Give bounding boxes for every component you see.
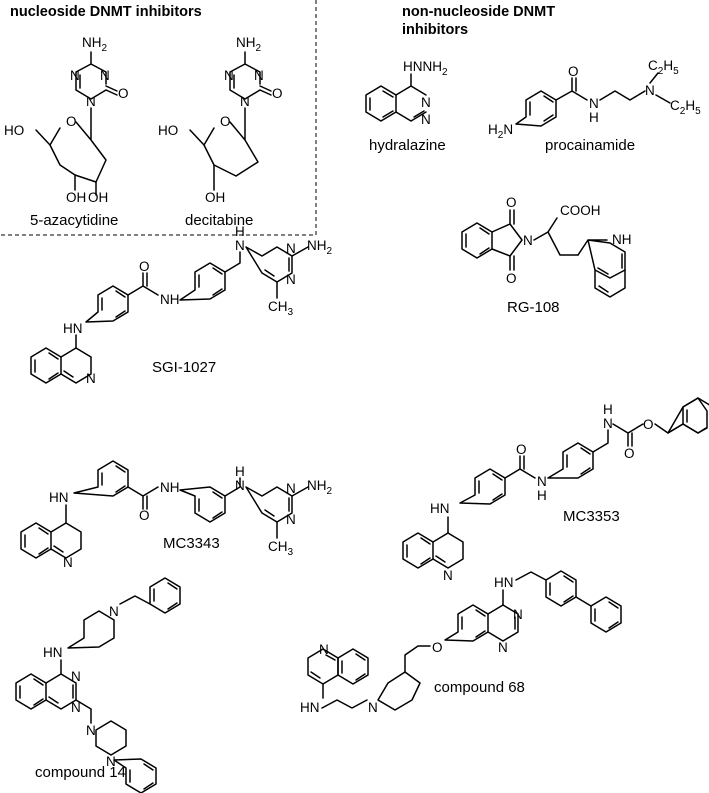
mc3343-amide-nh: NH bbox=[160, 480, 180, 495]
procainamide-ethyl2: C2H5 bbox=[670, 98, 701, 117]
azacytidine-nh2: NH2 bbox=[82, 35, 108, 54]
compound14-hn: HN bbox=[43, 645, 63, 660]
sgi1027-h-link: H bbox=[235, 224, 245, 239]
compound68-quinoline-n: N bbox=[319, 642, 329, 657]
compound68-hn: HN bbox=[300, 700, 320, 715]
mc3343-o: O bbox=[139, 508, 150, 523]
azacytidine-n5: N bbox=[70, 68, 80, 83]
procainamide-o: O bbox=[568, 64, 579, 79]
azacytidine-oh1: OH bbox=[66, 190, 86, 205]
mc3343-h-link: H bbox=[235, 464, 245, 479]
nucleoside-section-frame bbox=[0, 0, 317, 236]
compound68-label: compound 68 bbox=[434, 679, 525, 696]
procainamide-label: procainamide bbox=[545, 137, 635, 154]
rg108-label: RG-108 bbox=[507, 299, 560, 316]
decitabine-carbonyl-o: O bbox=[272, 86, 283, 101]
sgi1027-pyr-n2: N bbox=[286, 272, 296, 287]
mc3353-structure: N HN O N H N H O O bbox=[402, 397, 709, 583]
sgi1027-n-link: N bbox=[235, 238, 245, 253]
mc3353-ester-o: O bbox=[643, 417, 654, 432]
mc3353-amide-n: N bbox=[537, 474, 547, 489]
azacytidine-oh2: OH bbox=[88, 190, 108, 205]
compound68-quinazoline-nh: HN bbox=[494, 575, 514, 590]
decitabine-nh2: NH2 bbox=[236, 35, 262, 54]
rg108-indole-nh: NH bbox=[612, 232, 632, 247]
hydralazine-structure: N N HNNH2 bbox=[365, 59, 448, 127]
procainamide-amide-h: H bbox=[589, 110, 599, 125]
mc3353-carbamate-n: N bbox=[603, 416, 613, 431]
non-nucleoside-header-line2: inhibitors bbox=[402, 22, 468, 38]
decitabine-ring-o: O bbox=[220, 114, 231, 129]
procainamide-amine-n: N bbox=[645, 83, 655, 98]
sgi1027-label: SGI-1027 bbox=[152, 359, 216, 376]
decitabine-ho: HO bbox=[158, 123, 178, 138]
decitabine-oh: OH bbox=[205, 190, 225, 205]
hydralazine-n3: N bbox=[421, 95, 431, 110]
sgi1027-structure: N HN O NH N H N N NH2 CH3 bbox=[30, 224, 333, 386]
azacytidine-carbonyl-o: O bbox=[118, 86, 129, 101]
sgi1027-hn1: HN bbox=[63, 321, 83, 336]
compound68-quinazoline-n3: N bbox=[513, 607, 523, 622]
sgi1027-quinoline-n: N bbox=[86, 371, 96, 386]
compound14-structure: N N HN N N N bbox=[15, 577, 181, 793]
azacytidine-ho: HO bbox=[4, 123, 24, 138]
sgi1027-ch3: CH3 bbox=[268, 299, 294, 318]
compound14-piperazine-n1: N bbox=[86, 723, 96, 738]
azacytidine-n1: N bbox=[86, 94, 96, 109]
procainamide-ethyl1: C2H5 bbox=[648, 58, 679, 77]
hydralazine-hydrazine: HNNH2 bbox=[403, 59, 448, 78]
sgi1027-pyr-n1: N bbox=[286, 241, 296, 256]
mc3353-hn: HN bbox=[430, 501, 450, 516]
mc3343-quinoline-n: N bbox=[63, 555, 73, 570]
mc3343-pyr-n1: N bbox=[286, 481, 296, 496]
mc3343-hn: HN bbox=[49, 490, 69, 505]
non-nucleoside-header-line1: non-nucleoside DNMT bbox=[402, 4, 555, 20]
mc3353-amide-o: O bbox=[516, 442, 527, 457]
compound68-quinazoline-n1: N bbox=[498, 640, 508, 655]
compound14-n1: N bbox=[71, 700, 81, 715]
compound14-label: compound 14 bbox=[35, 764, 126, 781]
decitabine-n5: N bbox=[224, 68, 234, 83]
mc3343-ch3: CH3 bbox=[268, 539, 294, 558]
mc3343-n-link: N bbox=[235, 478, 245, 493]
rg108-o1: O bbox=[506, 195, 517, 210]
sgi1027-o: O bbox=[139, 259, 150, 274]
rg108-structure: O O N COOH NH bbox=[461, 195, 632, 298]
mc3353-carbamate-h: H bbox=[603, 402, 613, 417]
compound68-piperidine-n: N bbox=[368, 700, 378, 715]
decitabine-n3: N bbox=[254, 68, 264, 83]
mc3343-nh2: NH2 bbox=[307, 478, 333, 497]
compound14-piperidine-n: N bbox=[109, 604, 119, 619]
compound14-piperazine-n2: N bbox=[106, 754, 116, 769]
procainamide-h2n: H2N bbox=[488, 122, 513, 141]
compound68-structure: N HN N O N N HN bbox=[300, 570, 622, 715]
mc3343-label: MC3343 bbox=[163, 535, 220, 552]
rg108-o2: O bbox=[506, 271, 517, 286]
rg108-cooh: COOH bbox=[560, 203, 601, 218]
procainamide-amide-n: N bbox=[589, 96, 599, 111]
sgi1027-nh2: NH2 bbox=[307, 238, 333, 257]
mc3343-pyr-n2: N bbox=[286, 512, 296, 527]
azacytidine-label: 5-azacytidine bbox=[30, 212, 118, 229]
hydralazine-n2: N bbox=[421, 112, 431, 127]
sgi1027-amide-nh: NH bbox=[160, 292, 180, 307]
azacytidine-structure: NH2 N N N O O HO OH OH bbox=[4, 35, 129, 205]
decitabine-label: decitabine bbox=[185, 212, 253, 229]
azacytidine-ring-o: O bbox=[66, 114, 77, 129]
rg108-n: N bbox=[523, 233, 533, 248]
compound14-n3: N bbox=[71, 669, 81, 684]
mc3353-carbamate-o: O bbox=[624, 446, 635, 461]
mc3353-quinoline-n: N bbox=[443, 568, 453, 583]
azacytidine-n3: N bbox=[100, 68, 110, 83]
mc3353-amide-h: H bbox=[537, 488, 547, 503]
decitabine-structure: NH2 N N N O O HO OH bbox=[158, 35, 283, 205]
compound68-ether-o: O bbox=[432, 640, 443, 655]
hydralazine-label: hydralazine bbox=[369, 137, 446, 154]
mc3343-structure: N HN O NH N H N N NH2 CH3 bbox=[20, 460, 333, 570]
nucleoside-header: nucleoside DNMT inhibitors bbox=[10, 4, 202, 20]
mc3353-label: MC3353 bbox=[563, 508, 620, 525]
procainamide-structure: H2N O N H N C2H5 C2H5 bbox=[488, 58, 701, 141]
decitabine-n1: N bbox=[240, 94, 250, 109]
